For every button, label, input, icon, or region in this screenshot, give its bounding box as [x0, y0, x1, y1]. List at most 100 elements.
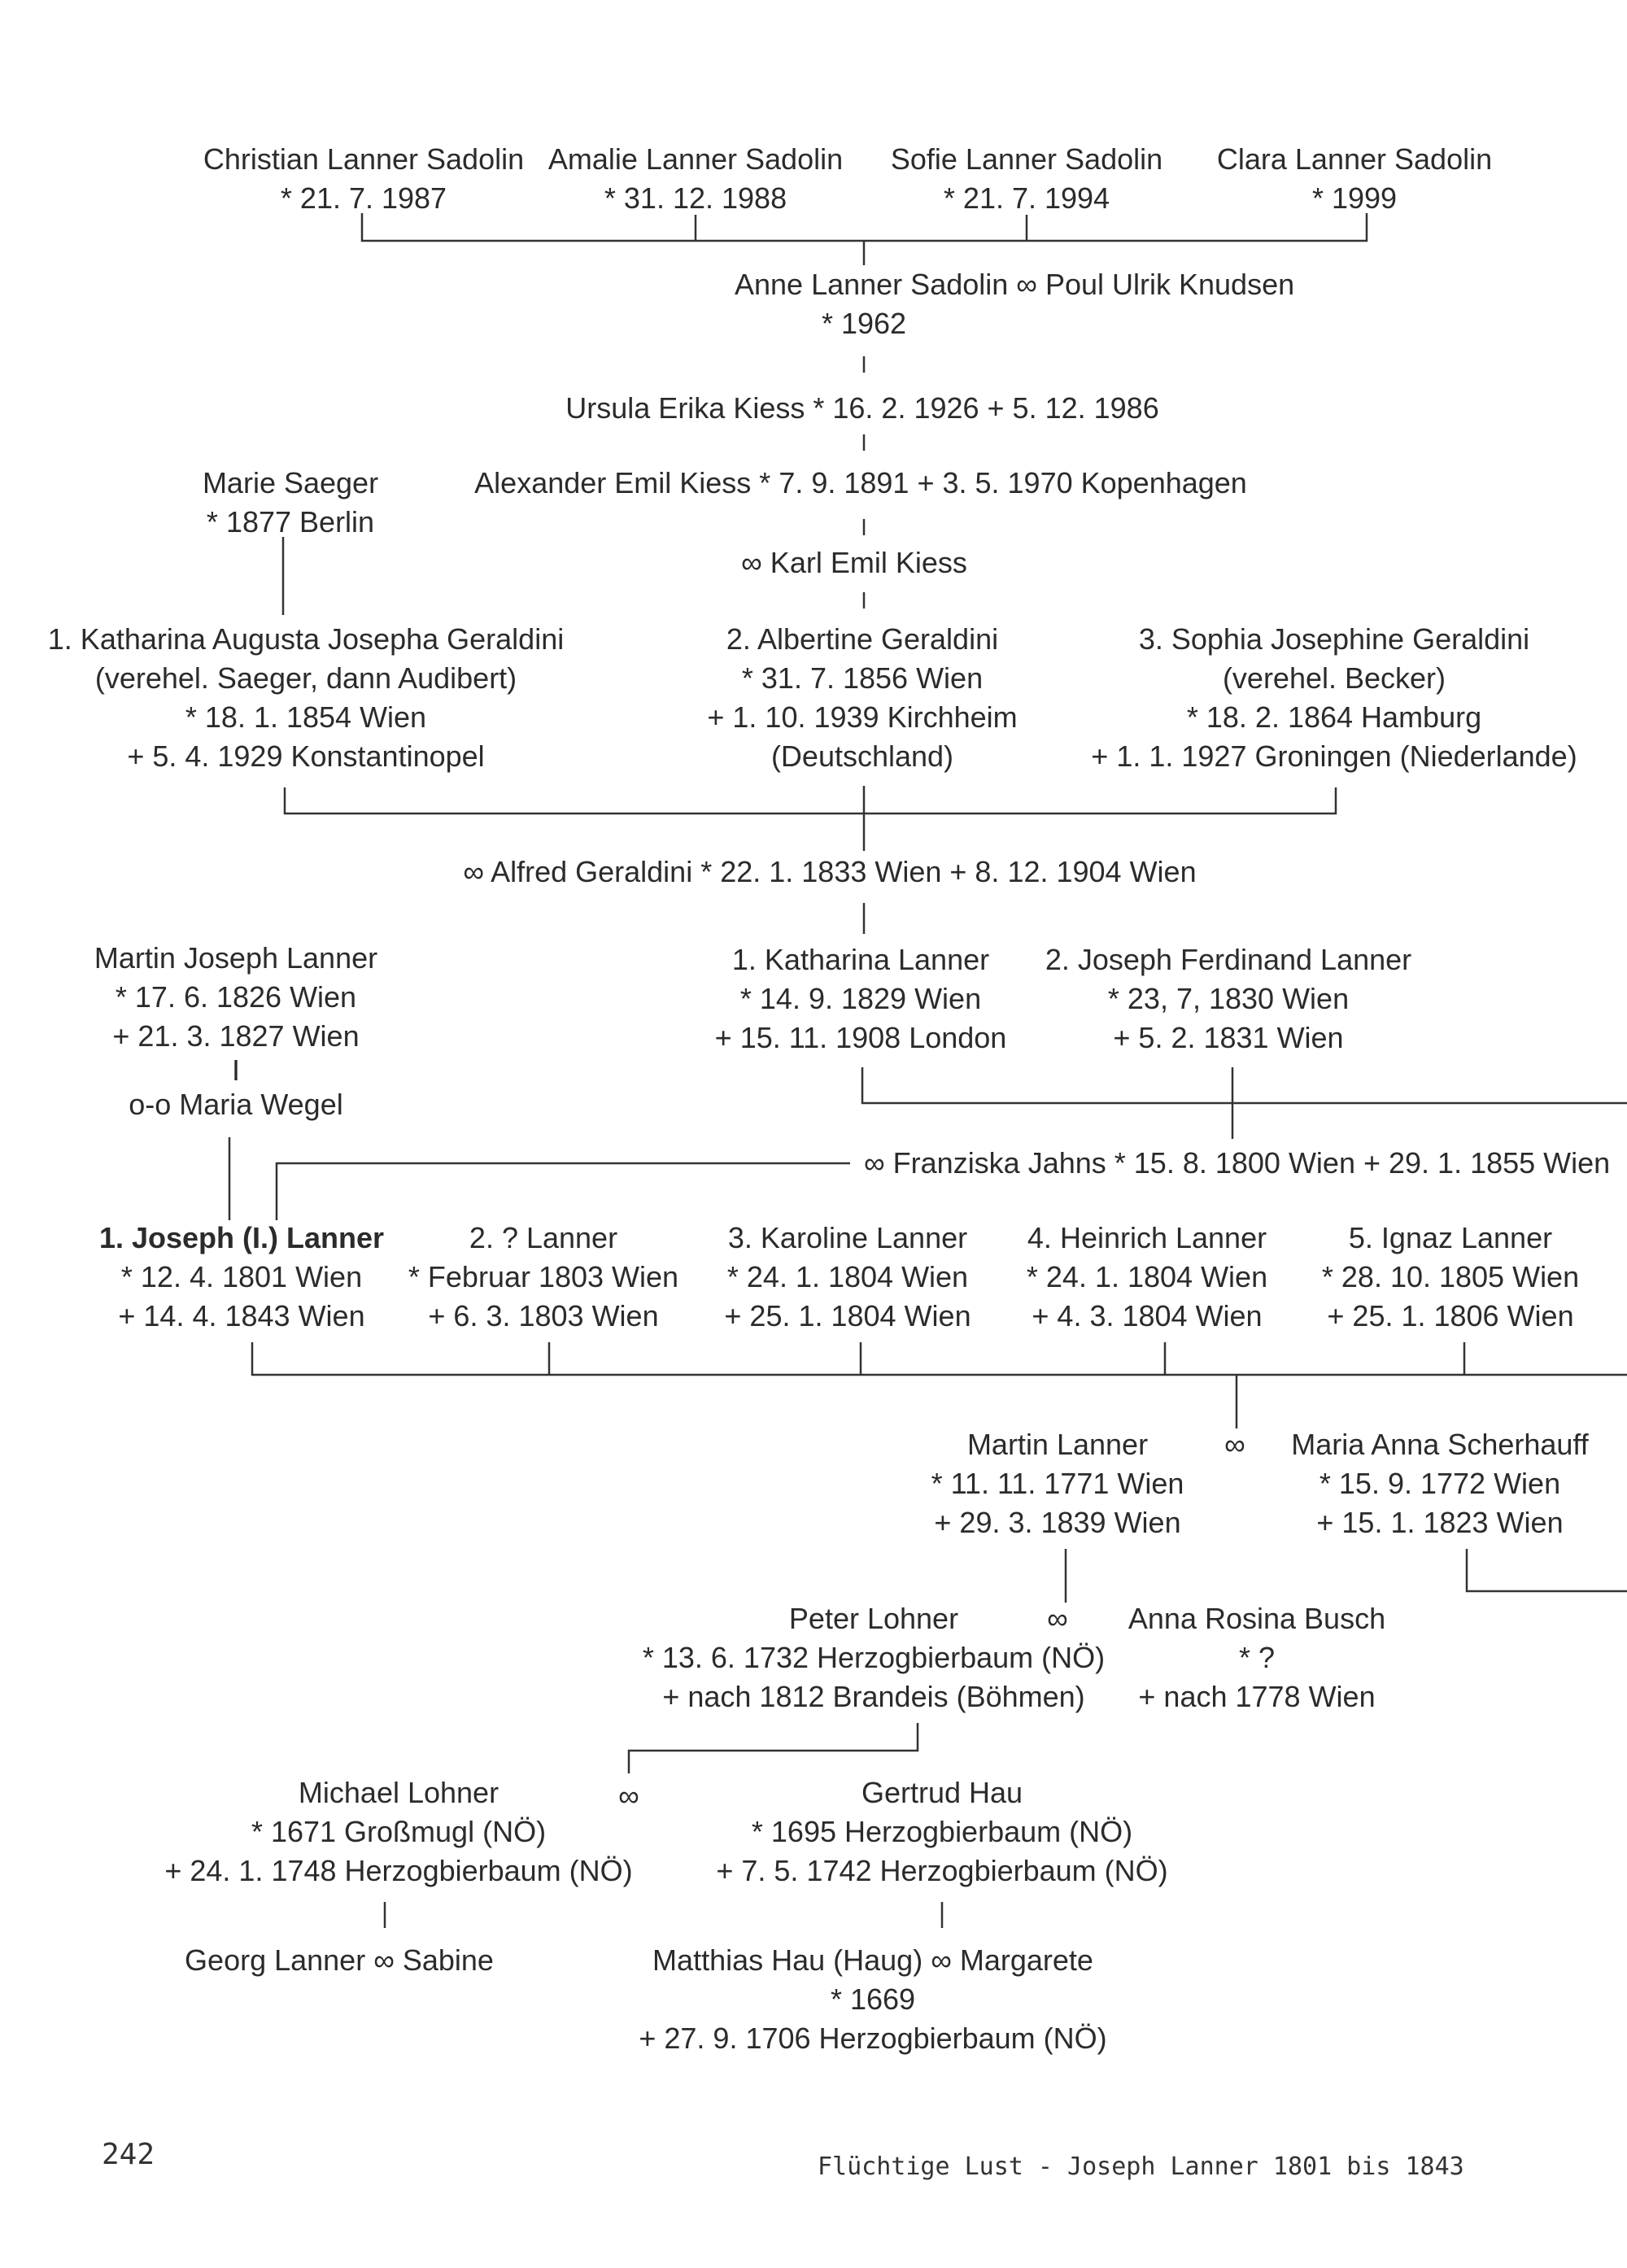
person-line: + 6. 3. 1803 Wien: [428, 1299, 659, 1332]
person-martin-lanner: Martin Lanner * 11. 11. 1771 Wien + 29. …: [931, 1425, 1184, 1542]
running-footer-title: Flüchtige Lust - Joseph Lanner 1801 bis …: [818, 2152, 1464, 2181]
person-line: * 14. 9. 1829 Wien: [739, 982, 982, 1015]
person-line: + 27. 9. 1706 Herzogbierbaum (NÖ): [639, 2022, 1107, 2055]
person-heinrich-lanner: 4. Heinrich Lanner * 24. 1. 1804 Wien + …: [1027, 1219, 1267, 1336]
person-line: + 1. 10. 1939 Kirchheim: [707, 700, 1018, 734]
person-name: Sofie Lanner Sadolin: [890, 142, 1163, 176]
person-karoline-lanner: 3. Karoline Lanner * 24. 1. 1804 Wien + …: [724, 1219, 971, 1336]
person-line: (Deutschland): [770, 739, 954, 773]
person-name: Amalie Lanner Sadolin: [547, 142, 844, 176]
person-line: * 23, 7, 1830 Wien: [1107, 982, 1350, 1015]
person-albertine-geraldini: 2. Albertine Geraldini * 31. 7. 1856 Wie…: [707, 620, 1017, 776]
person-line: * 18. 2. 1864 Hamburg: [1186, 700, 1482, 734]
person-line: + nach 1812 Brandeis (Böhmen): [662, 1680, 1085, 1713]
marriage-alfred-geraldini: ∞ Alfred Geraldini * 22. 1. 1833 Wien + …: [463, 855, 1197, 888]
marriage-poul-ulrik-knudsen: ∞ Poul Ulrik Knudsen: [1016, 268, 1295, 301]
person-line: Anna Rosina Busch: [1128, 1602, 1386, 1635]
person-line: Peter Lohner: [788, 1602, 959, 1635]
person-line: + 25. 1. 1804 Wien: [724, 1299, 971, 1332]
person-anna-rosina-busch: Anna Rosina Busch * ? + nach 1778 Wien: [1128, 1599, 1385, 1716]
person-line: I: [231, 1053, 240, 1087]
person-martin-joseph-lanner: Martin Joseph Lanner * 17. 6. 1826 Wien …: [94, 939, 377, 1124]
person-ursula-erika-kiess: Ursula Erika Kiess * 16. 2. 1926 + 5. 12…: [565, 391, 1159, 425]
person-line: (verehel. Saeger, dann Audibert): [94, 661, 517, 695]
person-line: o-o Maria Wegel: [129, 1088, 343, 1121]
person-line: * 24. 1. 1804 Wien: [1026, 1260, 1268, 1293]
person-line: 3. Sophia Josephine Geraldini: [1138, 622, 1530, 656]
person-line: + 24. 1. 1748 Herzogbierbaum (NÖ): [164, 1854, 633, 1887]
person-clara-lanner-sadolin: Clara Lanner Sadolin * 1999: [1217, 140, 1492, 218]
person-line: + 5. 2. 1831 Wien: [1113, 1021, 1344, 1054]
person-line: * 15. 9. 1772 Wien: [1319, 1467, 1561, 1500]
marriage-karl-emil-kiess: ∞ Karl Emil Kiess: [741, 546, 967, 579]
person-ignaz-lanner: 5. Ignaz Lanner * 28. 10. 1805 Wien + 25…: [1322, 1219, 1579, 1336]
person-unknown-lanner: 2. ? Lanner * Februar 1803 Wien + 6. 3. …: [408, 1219, 678, 1336]
person-name: Clara Lanner Sadolin: [1216, 142, 1493, 176]
marriage-symbol: ∞: [618, 1779, 639, 1812]
person-anne-lanner-sadolin: Anne Lanner Sadolin ∞ Poul Ulrik Knudsen: [735, 265, 1294, 304]
person-line: * 1669: [830, 1982, 916, 2016]
person-line: * 18. 1. 1854 Wien: [185, 700, 427, 734]
person-line: + 15. 1. 1823 Wien: [1316, 1506, 1564, 1539]
person-birth: * 21. 7. 1994: [943, 181, 1110, 215]
person-line: * Februar 1803 Wien: [408, 1260, 679, 1293]
person-line: (verehel. Becker): [1222, 661, 1446, 695]
person-line: * 24. 1. 1804 Wien: [726, 1260, 969, 1293]
person-katharina-augusta-geraldini: 1. Katharina Augusta Josepha Geraldini (…: [48, 620, 564, 776]
person-line: 2. Joseph Ferdinand Lanner: [1045, 943, 1412, 976]
person-birth: * 21. 7. 1987: [280, 181, 447, 215]
page-number: 242: [102, 2138, 155, 2171]
person-michael-lohner: Michael Lohner * 1671 Großmugl (NÖ) + 24…: [164, 1773, 632, 1891]
person-name: Marie Saeger: [202, 466, 379, 499]
person-line: * 1671 Großmugl (NÖ): [251, 1815, 547, 1848]
marriage-franziska-jahns: ∞ Franziska Jahns * 15. 8. 1800 Wien + 2…: [864, 1146, 1611, 1180]
person-joseph-ferdinand-lanner: 2. Joseph Ferdinand Lanner * 23, 7, 1830…: [1045, 940, 1411, 1058]
person-christian-lanner-sadolin: Christian Lanner Sadolin * 21. 7. 1987: [203, 140, 524, 218]
marriage-symbol: ∞: [1047, 1602, 1068, 1635]
person-line: * 12. 4. 1801 Wien: [120, 1260, 363, 1293]
person-line: * 31. 7. 1856 Wien: [741, 661, 984, 695]
person-joseph-i-lanner: 1. Joseph (I.) Lanner * 12. 4. 1801 Wien…: [99, 1219, 384, 1336]
person-line: + 5. 4. 1929 Konstantinopel: [127, 739, 485, 773]
person-matthias-hau: Matthias Hau (Haug) ∞ Margarete * 1669 +…: [639, 1941, 1106, 2058]
person-birth: * 31. 12. 1988: [604, 181, 787, 215]
person-line: 1. Katharina Lanner: [731, 943, 990, 976]
person-line: + 7. 5. 1742 Herzogbierbaum (NÖ): [716, 1854, 1168, 1887]
person-line: 2. Albertine Geraldini: [726, 622, 999, 656]
person-line: Martin Lanner: [966, 1428, 1149, 1461]
person-anne-birth: * 1962: [821, 307, 907, 340]
person-birth: * 1877 Berlin: [206, 505, 375, 539]
person-marie-saeger: Marie Saeger * 1877 Berlin: [203, 464, 378, 542]
person-line: + 14. 4. 1843 Wien: [118, 1299, 365, 1332]
person-amalie-lanner-sadolin: Amalie Lanner Sadolin * 31. 12. 1988: [548, 140, 843, 218]
person-gertrud-hau: Gertrud Hau * 1695 Herzogbierbaum (NÖ) +…: [716, 1773, 1167, 1891]
person-line: Michael Lohner: [298, 1776, 499, 1809]
person-line: * 13. 6. 1732 Herzogbierbaum (NÖ): [642, 1641, 1106, 1674]
person-line: * 17. 6. 1826 Wien: [115, 980, 357, 1014]
person-line: + 1. 1. 1927 Groningen (Niederlande): [1091, 739, 1577, 773]
person-line: + 21. 3. 1827 Wien: [112, 1019, 360, 1053]
person-line: 3. Karoline Lanner: [727, 1221, 968, 1254]
person-sophia-josephine-geraldini: 3. Sophia Josephine Geraldini (verehel. …: [1091, 620, 1577, 776]
person-line: + 15. 11. 1908 London: [714, 1021, 1007, 1054]
person-georg-lanner: Georg Lanner ∞ Sabine: [185, 1943, 494, 1977]
person-line: Martin Joseph Lanner: [94, 941, 378, 975]
person-maria-anna-scherhauff: Maria Anna Scherhauff * 15. 9. 1772 Wien…: [1291, 1425, 1589, 1542]
person-line: 1. Katharina Augusta Josepha Geraldini: [47, 622, 565, 656]
person-line: + 25. 1. 1806 Wien: [1327, 1299, 1574, 1332]
person-name: Anne Lanner Sadolin: [735, 268, 1009, 301]
person-birth: * 1999: [1311, 181, 1398, 215]
person-line: 4. Heinrich Lanner: [1027, 1221, 1267, 1254]
person-sofie-lanner-sadolin: Sofie Lanner Sadolin * 21. 7. 1994: [891, 140, 1162, 218]
person-line: Maria Anna Scherhauff: [1291, 1428, 1589, 1461]
person-katharina-lanner: 1. Katharina Lanner * 14. 9. 1829 Wien +…: [715, 940, 1007, 1058]
person-line: 5. Ignaz Lanner: [1348, 1221, 1553, 1254]
person-line: + 4. 3. 1804 Wien: [1032, 1299, 1263, 1332]
person-line: 2. ? Lanner: [469, 1221, 618, 1254]
person-line: + nach 1778 Wien: [1138, 1680, 1376, 1713]
person-line: 1. Joseph (I.) Lanner: [98, 1221, 385, 1254]
person-line: * ?: [1238, 1641, 1276, 1674]
person-line: * 11. 11. 1771 Wien: [931, 1467, 1184, 1500]
person-alexander-emil-kiess: Alexander Emil Kiess * 7. 9. 1891 + 3. 5…: [474, 466, 1247, 499]
